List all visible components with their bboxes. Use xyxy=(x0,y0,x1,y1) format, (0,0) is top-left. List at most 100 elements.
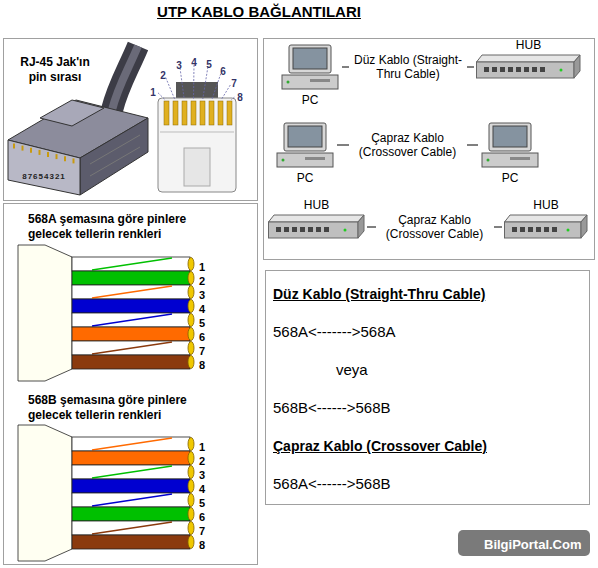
panel-heading: Düz Kablo (Straight-Thru Cable) xyxy=(273,285,485,303)
text-holder: Düz Kablo (Straight-Thru Cable) xyxy=(273,285,583,303)
hub-top xyxy=(269,215,365,222)
watermark-background xyxy=(458,530,590,556)
panel-text: Çapraz Kablo (Crossover Cable) xyxy=(273,437,487,455)
hub-port xyxy=(284,227,289,232)
wire xyxy=(72,257,190,271)
pc-icon xyxy=(275,122,335,168)
wiring-568a xyxy=(18,245,194,381)
text-holder: veya xyxy=(336,361,536,379)
contact xyxy=(47,152,49,157)
wire-end xyxy=(188,272,194,285)
wire-end xyxy=(188,342,194,355)
cable-label: Düz Kablo (Straight-Thru Cable) xyxy=(349,53,467,81)
panel-text: veya xyxy=(336,361,368,379)
edge-label-holder: Düz Kablo (Straight-Thru Cable) xyxy=(348,53,468,82)
wire-end xyxy=(188,536,194,549)
power-light xyxy=(287,81,290,84)
wire xyxy=(72,451,190,465)
panel-text: 568B<------>568B xyxy=(273,399,391,417)
hub-port xyxy=(536,227,541,232)
wire xyxy=(72,479,190,493)
device-label: PC xyxy=(502,171,519,185)
wire-end xyxy=(188,452,194,465)
monitor xyxy=(489,123,531,151)
hub-light xyxy=(567,229,570,232)
panel-heading: RJ-45 Jak'ın pin sırası xyxy=(14,55,96,85)
leader-line xyxy=(222,85,231,99)
contact xyxy=(209,101,214,125)
label-holder: 3 xyxy=(162,285,242,303)
leader-line xyxy=(166,78,175,100)
plug-latch xyxy=(184,148,210,186)
rj45-front-view xyxy=(158,65,236,192)
pin-number: 5 xyxy=(206,58,212,71)
monitor xyxy=(284,123,326,151)
hub-port xyxy=(324,227,329,232)
hub-light xyxy=(344,229,347,232)
wire xyxy=(72,285,190,299)
pin-number: 7 xyxy=(231,77,237,90)
leader-line xyxy=(212,74,221,100)
wire-ends xyxy=(188,258,194,369)
wire-stripe xyxy=(92,286,172,298)
hub-port xyxy=(512,227,517,232)
hub-icon xyxy=(476,54,581,80)
hub-port xyxy=(528,227,533,232)
page-title: UTP KABLO BAĞLANTILARI xyxy=(157,3,361,21)
pc-node: PC xyxy=(273,122,337,185)
text-holder: 568A şemasına göre pinlere gelecek telle… xyxy=(28,212,220,242)
drive-slot xyxy=(510,157,530,160)
monitor xyxy=(289,45,331,73)
contact xyxy=(30,148,32,153)
device-label: HUB xyxy=(533,198,558,212)
hub-port xyxy=(508,67,513,72)
label-holder: 7 xyxy=(162,521,242,539)
wire-end xyxy=(188,438,194,451)
wire-end xyxy=(188,300,194,313)
wire xyxy=(72,521,190,535)
info-panel: 568A şemasına göre pinlere gelecek telle… xyxy=(3,203,258,565)
wire-pin-number: 3 xyxy=(199,288,205,302)
hub-port xyxy=(532,67,537,72)
wire-pin-number: 2 xyxy=(199,274,205,288)
hub-port xyxy=(292,227,297,232)
pin-number: 1 xyxy=(150,86,156,99)
hub-port xyxy=(552,227,557,232)
wire xyxy=(72,341,190,355)
label-holder: 5 xyxy=(162,313,242,331)
network-panel xyxy=(264,39,595,260)
wire-stripe xyxy=(92,258,172,270)
pc-node: PC xyxy=(278,44,342,107)
drive-slot xyxy=(305,157,325,160)
screen xyxy=(493,126,527,147)
contact xyxy=(73,158,75,163)
rj45-plug xyxy=(8,46,148,195)
plug-ridge xyxy=(90,147,140,176)
label-holder: 8 xyxy=(162,355,242,373)
wire xyxy=(72,465,190,479)
edge-label-holder: Çapraz Kablo (Crossover Cable) xyxy=(348,131,468,160)
wire-pin-number: 3 xyxy=(199,468,205,482)
wire-pin-number: 4 xyxy=(199,302,205,316)
device-label: HUB xyxy=(516,38,541,52)
contact xyxy=(182,101,187,125)
plug-pin-order: 87654321 xyxy=(22,171,66,182)
pin-number: 6 xyxy=(220,65,226,78)
label-holder: 4 xyxy=(162,299,242,317)
pin-number: 3 xyxy=(176,59,182,72)
text-holder: 568B şemasına göre pinlere gelecek telle… xyxy=(28,393,220,423)
contact xyxy=(13,144,15,149)
pin-number: 2 xyxy=(160,69,166,82)
hub-port xyxy=(492,67,497,72)
wire xyxy=(72,313,190,327)
wire-stripe xyxy=(92,522,172,534)
wire-end xyxy=(188,328,194,341)
pin-number: 4 xyxy=(191,56,197,69)
hub-port xyxy=(308,227,313,232)
label-holder: 8 xyxy=(162,535,242,553)
plug-contacts xyxy=(14,144,74,164)
cable-label: Çapraz Kablo (Crossover Cable) xyxy=(376,213,494,241)
hub-front xyxy=(505,222,582,238)
wire-end xyxy=(188,466,194,479)
